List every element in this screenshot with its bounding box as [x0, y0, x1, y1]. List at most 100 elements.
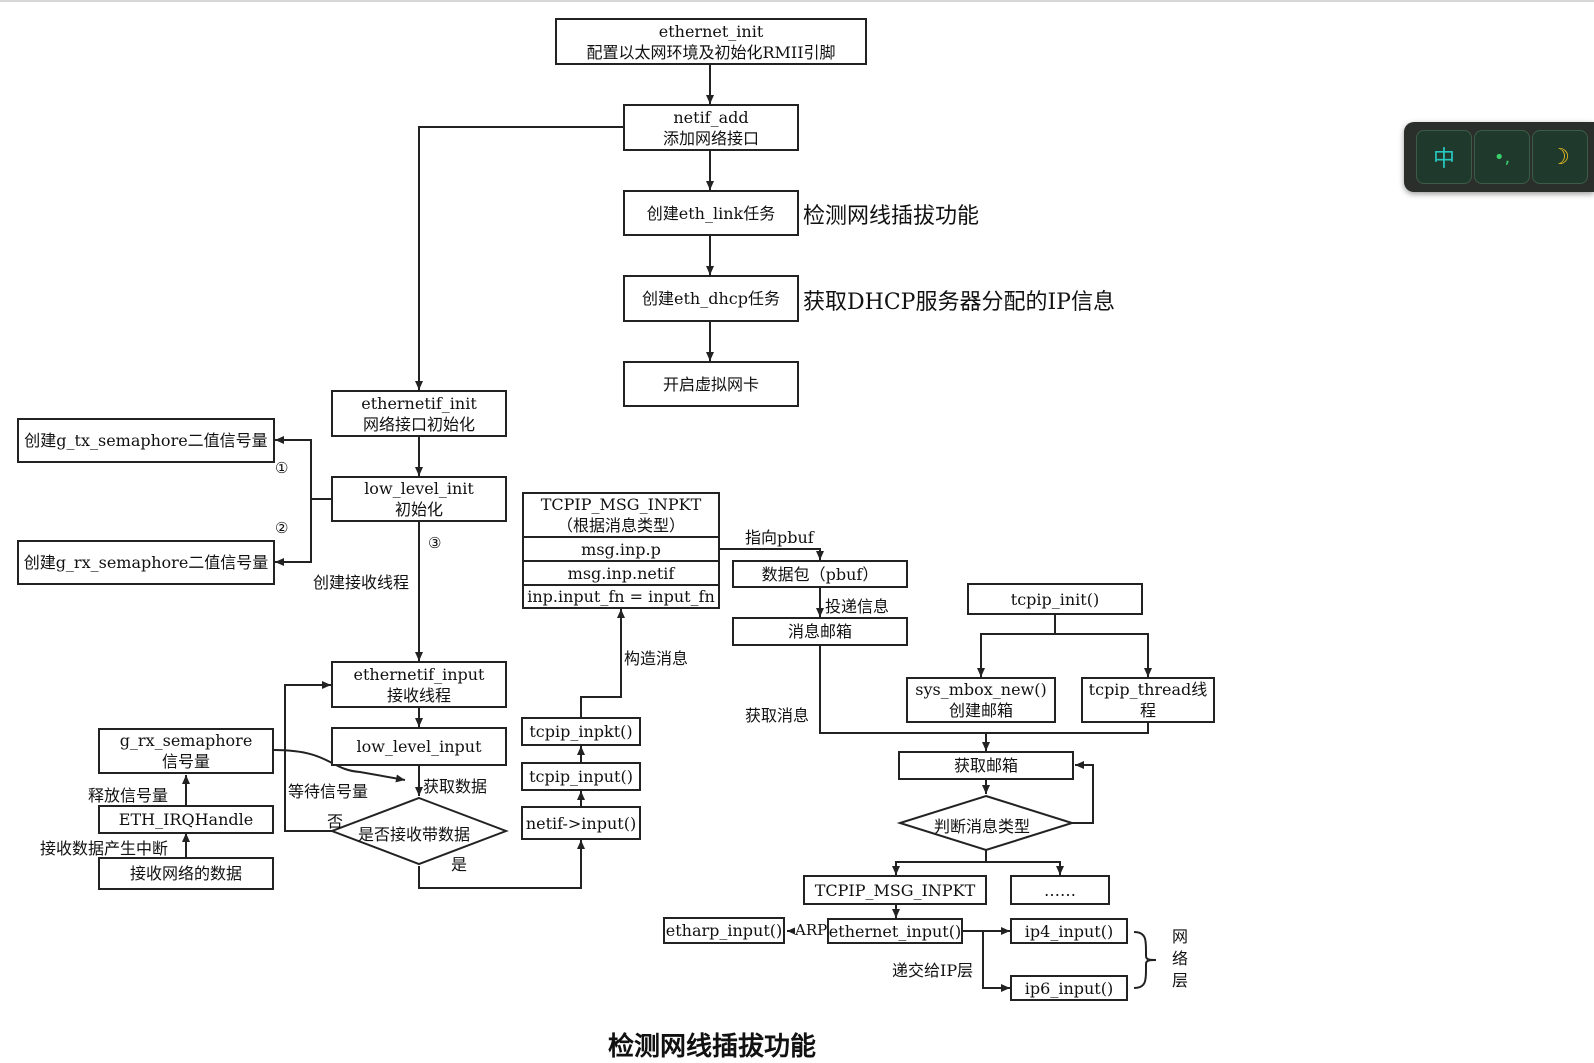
node-tcpip-msg-inpkt-head: TCPIP_MSG_INPKT （根据消息类型）	[522, 492, 720, 538]
node-desc: 配置以太网环境及初始化RMII引脚	[586, 42, 836, 62]
label-create-recv-thread: 创建接收线程	[313, 573, 410, 592]
network-layer-brace	[1133, 931, 1157, 989]
edge-inpkt-to-msg	[580, 609, 625, 717]
node-netif-add: netif_add 添加网络接口	[623, 104, 799, 151]
node-ethernetif-input: ethernetif_input 接收线程	[331, 661, 507, 708]
node-title: g_rx_semaphore	[119, 731, 253, 750]
node-desc: 信号量	[161, 752, 210, 771]
node-title: 数据包（pbuf）	[761, 564, 879, 584]
bottom-section-title: 检测网线插拔功能	[608, 1032, 817, 1062]
node-eth-irq: ETH_IRQHandle	[98, 805, 274, 834]
node-title: tcpip_thread线程	[1088, 680, 1208, 720]
node-title: tcpip_init()	[1010, 589, 1100, 609]
node-tcpip-init: tcpip_init()	[967, 583, 1143, 615]
label-get-msg: 获取消息	[745, 706, 810, 725]
node-rx-semaphore-create: 创建g_rx_semaphore二值信号量	[17, 540, 275, 585]
node-netif-input: netif->input()	[521, 806, 641, 840]
node-open-nic: 开启虚拟网卡	[623, 361, 799, 407]
node-title: ip4_input()	[1024, 921, 1114, 941]
row-inp-input-fn: inp.input_fn = input_fn	[522, 584, 720, 609]
edge-judge-loop	[1072, 761, 1094, 824]
node-desc: 网络接口初始化	[362, 414, 475, 434]
node-title: etharp_input()	[665, 921, 783, 940]
node-sys-mbox-new: sys_mbox_new() 创建邮箱	[906, 677, 1056, 723]
node-title: tcpip_input()	[529, 767, 633, 786]
node-title: 创建eth_link任务	[646, 203, 776, 223]
edge-decision-yes	[418, 840, 585, 889]
node-title: sys_mbox_new()	[915, 680, 1047, 699]
label-circle1: ①	[275, 459, 289, 477]
node-title: ethernet_input()	[828, 921, 962, 941]
edge-lowlevel-to-rx	[275, 499, 312, 566]
label-get-data: 获取数据	[423, 777, 488, 796]
edge-semaphore-to-wait	[273, 749, 406, 783]
node-packet: 数据包（pbuf）	[732, 560, 908, 588]
label-yes: 是	[451, 855, 468, 874]
node-title: ethernet_init	[658, 21, 764, 41]
node-title: ip6_input()	[1024, 978, 1114, 998]
node-title: low_level_init	[364, 479, 474, 498]
edge-netifadd-to-ethernetif	[415, 126, 624, 390]
decision-judge-type	[896, 794, 1076, 852]
edge-ethinput-to-ip6	[982, 931, 1010, 992]
node-title: TCPIP_MSG_INPKT	[540, 495, 702, 514]
node-tx-semaphore: 创建g_tx_semaphore二值信号量	[17, 418, 275, 463]
node-tcpip-msg-inpkt: TCPIP_MSG_INPKT	[803, 875, 987, 905]
node-low-level-init: low_level_init 初始化	[331, 476, 507, 522]
node-desc: 初始化	[394, 500, 443, 519]
label-construct-msg: 构造消息	[624, 649, 689, 668]
node-ip6-input: ip6_input()	[1010, 975, 1128, 1001]
node-desc: 添加网络接口	[662, 128, 759, 148]
ime-chinese-mode-button[interactable]: 中	[1416, 130, 1472, 184]
edge-judge-to-ellipsis	[986, 861, 1064, 875]
node-title: low_level_input	[356, 737, 482, 756]
node-g-rx-semaphore: g_rx_semaphore 信号量	[98, 728, 274, 774]
label-circle3: ③	[428, 534, 442, 552]
label-network-layer: 网络层	[1172, 927, 1189, 990]
decision-is-recv	[329, 796, 509, 866]
node-title: 开启虚拟网卡	[662, 374, 759, 394]
ime-punctuation-button[interactable]: •,	[1474, 130, 1530, 184]
node-create-link: 创建eth_link任务	[623, 190, 799, 236]
node-title: netif->input()	[525, 813, 637, 833]
node-title: 创建g_tx_semaphore二值信号量	[24, 431, 268, 450]
label-point-pbuf: 指向pbuf	[745, 528, 814, 547]
node-tcpip-input: tcpip_input()	[521, 762, 641, 791]
decision-is-recv-text: 是否接收带数据	[358, 825, 471, 844]
node-ellipsis: ……	[1010, 875, 1110, 905]
node-title: 消息邮箱	[787, 622, 852, 641]
node-title: 接收网络的数据	[129, 864, 242, 883]
ime-moon-icon[interactable]: ☽	[1532, 130, 1588, 184]
edge-msg-to-pbuf	[720, 548, 824, 560]
node-etharp-input: etharp_input()	[663, 917, 785, 944]
node-mailbox: 消息邮箱	[732, 617, 908, 646]
label-recv-interrupt: 接收数据产生中断	[40, 839, 169, 858]
decision-judge-type-text: 判断消息类型	[934, 817, 1031, 836]
node-create-dhcp: 创建eth_dhcp任务	[623, 275, 799, 322]
label-deliver-info: 投递信息	[825, 597, 890, 616]
node-recv-data: 接收网络的数据	[98, 857, 274, 890]
node-get-mailbox: 获取邮箱	[898, 751, 1074, 780]
label-deliver-ip: 递交给IP层	[892, 961, 974, 980]
label-release-sem: 释放信号量	[88, 786, 169, 805]
edge-tcpipinit-to-thread	[1055, 633, 1152, 677]
node-desc: 接收线程	[386, 685, 451, 705]
edge-judge-to-types	[892, 850, 987, 875]
top-border	[0, 0, 1594, 2]
node-title: ……	[1044, 880, 1076, 900]
node-title: ethernetif_init	[361, 393, 477, 413]
node-title: 创建g_rx_semaphore二值信号量	[23, 553, 269, 572]
ime-toolbar[interactable]: 中 •, ☽	[1404, 122, 1594, 192]
node-title: tcpip_inpkt()	[529, 722, 633, 741]
note-link-detect: 检测网线插拔功能	[803, 204, 980, 229]
edge-decision-no-loop	[284, 681, 332, 832]
label-wait-sem: 等待信号量	[288, 782, 369, 801]
row-msg-inp-netif: msg.inp.netif	[522, 560, 720, 586]
row-msg-inp-p: msg.inp.p	[522, 536, 720, 562]
node-ethernet-input: ethernet_input()	[827, 918, 963, 944]
edge-tcpipinit-to-mbox	[977, 633, 1055, 677]
note-dhcp-info: 获取DHCP服务器分配的IP信息	[803, 290, 1115, 315]
node-ethernetif-init: ethernetif_init 网络接口初始化	[331, 390, 507, 437]
node-ethernet-init: ethernet_init 配置以太网环境及初始化RMII引脚	[555, 18, 867, 65]
